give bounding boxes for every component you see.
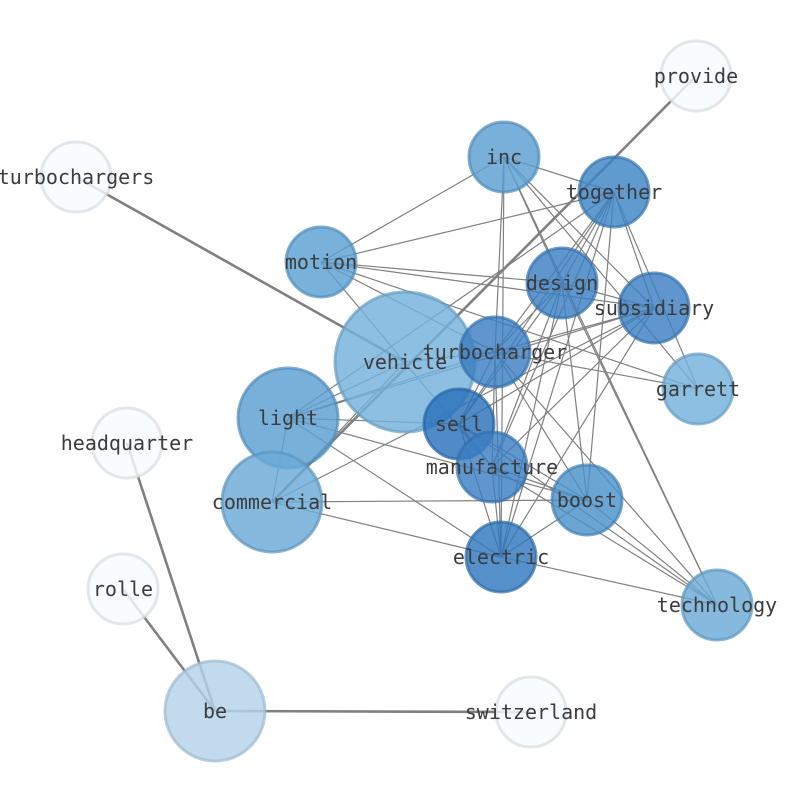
edge-provide-commercial — [271, 75, 697, 503]
node-label-electric: electric — [453, 545, 549, 569]
node-garrett[interactable] — [661, 352, 735, 426]
node-switzerland[interactable] — [494, 675, 568, 749]
node-label-inc: inc — [486, 145, 522, 169]
edge-subsidiary-electric — [500, 307, 655, 558]
node-label-design: design — [526, 271, 598, 295]
node-label-switzerland: switzerland — [465, 700, 597, 724]
edge-subsidiary-manufacture — [491, 307, 655, 468]
node-label-vehicle: vehicle — [363, 350, 447, 374]
node-manufacture[interactable] — [455, 430, 529, 504]
node-boost[interactable] — [550, 463, 624, 537]
node-label-headquarter: headquarter — [61, 431, 193, 455]
node-be[interactable] — [163, 659, 267, 763]
node-label-turbocharger: turbocharger — [423, 340, 568, 364]
edge-inc-garrett — [503, 156, 699, 390]
node-label-subsidiary: subsidiary — [594, 296, 714, 320]
node-label-garrett: garrett — [656, 377, 740, 401]
node-commercial[interactable] — [220, 450, 324, 554]
node-label-manufacture: manufacture — [426, 455, 558, 479]
edge-be-switzerland — [214, 709, 532, 714]
labels-layer: provide turbochargers inc together motion des… — [0, 64, 777, 724]
node-together[interactable] — [577, 155, 651, 229]
node-rolle[interactable] — [86, 552, 160, 626]
node-label-motion: motion — [285, 250, 357, 274]
edge-design-electric — [500, 282, 563, 558]
node-turbocharger[interactable] — [458, 315, 532, 389]
edge-together-electric — [500, 191, 615, 558]
node-label-technology: technology — [657, 593, 777, 617]
node-electric[interactable] — [464, 520, 538, 594]
node-inc[interactable] — [467, 120, 541, 194]
nodes-layer — [39, 39, 754, 763]
edge-design-technology — [561, 282, 718, 606]
node-design[interactable] — [525, 246, 599, 320]
node-label-turbochargers: turbochargers — [0, 165, 154, 189]
node-label-together: together — [566, 180, 662, 204]
node-label-light: light — [258, 406, 318, 430]
edge-together-boost — [586, 191, 615, 501]
node-motion[interactable] — [284, 225, 358, 299]
node-headquarter[interactable] — [90, 406, 164, 480]
node-provide[interactable] — [659, 39, 733, 113]
node-subsidiary[interactable] — [617, 271, 691, 345]
node-label-provide: provide — [654, 64, 738, 88]
edge-motion-subsidiary — [320, 261, 655, 309]
edge-light-boost — [287, 417, 588, 501]
edge-manufacture-technology — [491, 466, 718, 606]
edge-motion-design — [320, 261, 563, 284]
node-technology[interactable] — [680, 568, 754, 642]
edge-subsidiary-sell — [458, 307, 655, 425]
node-label-sell: sell — [435, 412, 483, 436]
node-label-rolle: rolle — [93, 577, 153, 601]
node-label-commercial: commercial — [212, 490, 332, 514]
edge-electric-technology — [500, 556, 718, 606]
node-label-be: be — [203, 699, 227, 723]
node-turbochargers[interactable] — [39, 140, 113, 214]
edge-together-motion — [320, 191, 615, 263]
edge-commercial-boost — [271, 499, 588, 503]
node-label-boost: boost — [557, 488, 617, 512]
edge-together-manufacture — [491, 191, 615, 468]
